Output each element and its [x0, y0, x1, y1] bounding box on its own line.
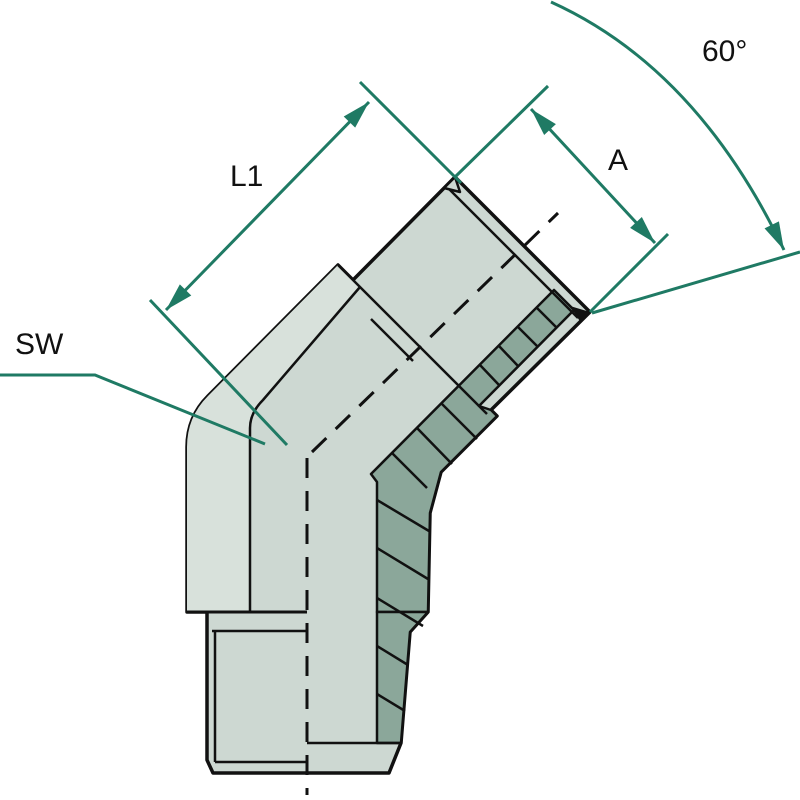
l1-extension-lower	[148, 298, 289, 447]
seat-angle-reference-line	[591, 250, 800, 315]
sw-leader-line	[0, 373, 266, 446]
centerline-diagonal	[310, 211, 560, 454]
arc-arrowhead	[764, 221, 784, 250]
dim-label-a: A	[608, 144, 628, 177]
sw-leader	[0, 373, 266, 446]
dimension-l1	[148, 80, 463, 447]
a-extension-upper	[453, 84, 550, 179]
label-sw: SW	[15, 328, 64, 361]
l1-arrowhead-lower	[166, 284, 192, 310]
dimension-a	[453, 84, 670, 314]
tip-chamfer-corner	[442, 175, 462, 194]
upper-thread-band	[369, 288, 576, 614]
a-arrowhead-lower	[630, 217, 655, 243]
a-extension-lower	[588, 232, 670, 314]
upper-thread-hatching	[391, 307, 558, 489]
lower-thread-hatching	[376, 498, 430, 713]
dim-label-l1: L1	[230, 160, 263, 193]
centerlines	[305, 211, 560, 795]
fitting-body	[185, 175, 592, 775]
angle-60	[550, 0, 800, 315]
a-arrowhead-upper	[531, 109, 556, 135]
label-seat-angle: 60°	[702, 35, 747, 68]
a-dimension-line	[529, 107, 657, 245]
lower-thread-band	[375, 610, 430, 745]
l1-arrowhead-upper	[343, 102, 369, 128]
l1-extension-upper	[358, 80, 463, 185]
hex-flat-highlight	[187, 265, 360, 612]
seat-angle-arc	[550, 0, 786, 251]
l1-dimension-line	[164, 100, 371, 312]
body-edges	[187, 185, 579, 764]
seat-cone-corner	[570, 306, 590, 323]
